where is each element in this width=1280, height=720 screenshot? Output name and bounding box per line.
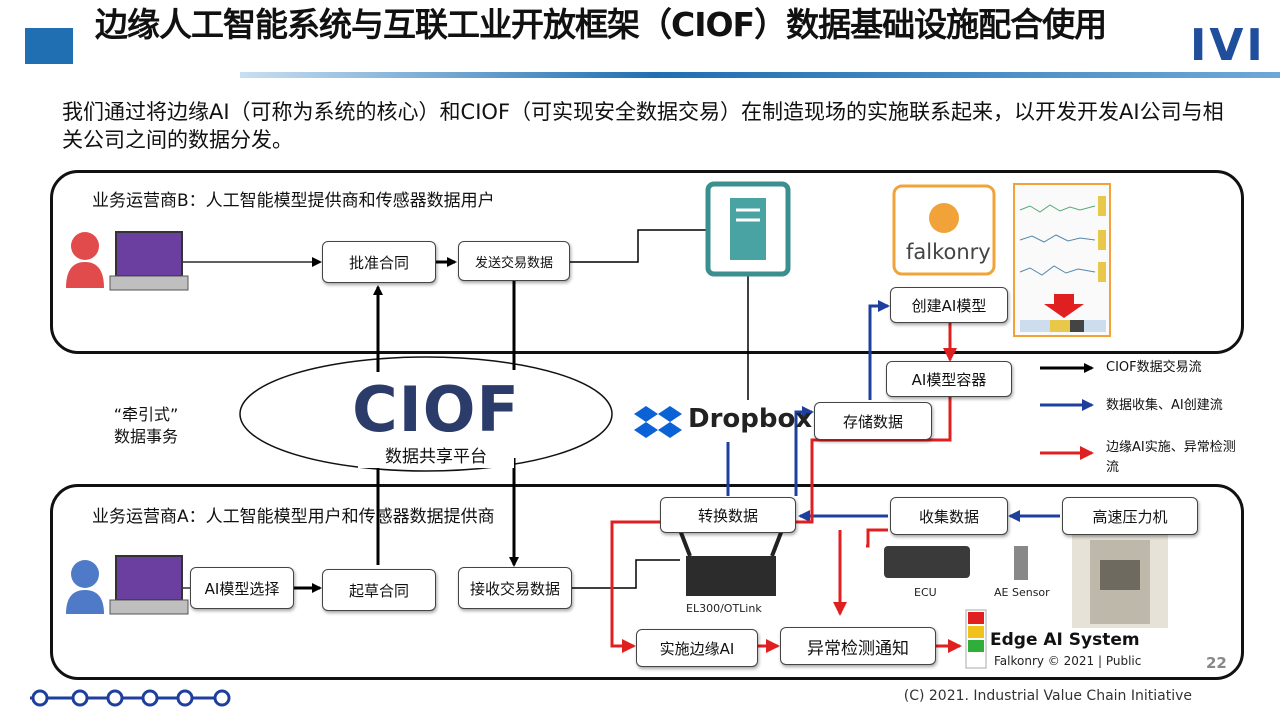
draft-contract-box: 起草合同 (322, 569, 436, 611)
press-machine-image (1072, 534, 1168, 628)
approve-contract-box: 批准合同 (322, 241, 436, 283)
ae-sensor-icon (1014, 546, 1028, 580)
ciof-platform-label: 数据共享平台 (358, 440, 514, 468)
signal-chart-thumbnail (1013, 183, 1111, 337)
ae-sensor-label: AE Sensor (994, 586, 1050, 599)
ecu-label: ECU (914, 586, 937, 599)
ciof-flow-lines (183, 229, 749, 593)
ivi-logo: IVI (1190, 20, 1266, 71)
footer-decoration (30, 689, 231, 707)
convert-data-box: 转换数据 (660, 497, 796, 533)
edge-ai-flow-lines (610, 322, 962, 653)
falkonry-icon (929, 203, 959, 233)
laptop-icon-a (109, 555, 189, 615)
falkonry-credit: Falkonry © 2021 | Public (994, 654, 1142, 668)
ecu-icon (884, 546, 970, 578)
legend-arrows (1040, 363, 1094, 460)
traffic-light-icon (965, 609, 987, 669)
panel-operator-b-label: 业务运营商B：人工智能模型提供商和传感器数据用户 (92, 191, 495, 211)
legend-collection-flow: 数据收集、AI创建流 (1106, 398, 1223, 413)
dropbox-icon (634, 406, 682, 438)
laptop-icon-b (109, 231, 189, 291)
person-icon-b (66, 232, 104, 288)
create-ai-model-box: 创建AI模型 (890, 287, 1008, 323)
person-icon-a (66, 560, 104, 614)
legend-edge-ai-flow: 边缘AI实施、异常检测流 (1106, 440, 1236, 475)
press-machine-box: 高速压力机 (1062, 497, 1198, 535)
title-divider (240, 72, 1280, 78)
ai-model-select-box: AI模型选择 (190, 567, 294, 609)
implement-edge-ai-box: 实施边缘AI (636, 629, 758, 667)
copyright-footer: (C) 2021. Industrial Value Chain Initiat… (903, 688, 1192, 704)
collection-flow-lines (726, 300, 1060, 522)
send-transaction-box: 发送交易数据 (458, 241, 570, 281)
intro-paragraph: 我们通过将边缘AI（可称为系统的核心）和CIOF（可实现安全数据交易）在制造现场… (62, 100, 1224, 152)
receive-transaction-box: 接收交易数据 (458, 567, 572, 609)
el300-label: EL300/OTLink (686, 602, 762, 615)
page-number: 22 (1206, 654, 1227, 672)
edge-ai-brand: Edge AI System (990, 630, 1140, 650)
server-icon (705, 181, 791, 277)
legend-ciof-flow: CIOF数据交易流 (1106, 360, 1202, 375)
collect-data-box: 收集数据 (890, 497, 1008, 535)
falkonry-brand: falkonry (906, 240, 991, 264)
store-data-box: 存储数据 (814, 402, 932, 440)
pull-transaction-label: “牵引式” 数据事务 (113, 405, 179, 446)
page-title: 边缘人工智能系统与互联工业开放框架（CIOF）数据基础设施配合使用 (95, 5, 1107, 44)
ciof-logo: CIOF (348, 372, 524, 446)
title-accent-square (25, 28, 73, 64)
anomaly-notify-box: 异常检测通知 (780, 627, 936, 665)
ai-model-container-box: AI模型容器 (886, 361, 1012, 397)
router-icon (678, 529, 784, 596)
panel-operator-a-label: 业务运营商A：人工智能模型用户和传感器数据提供商 (92, 507, 495, 527)
dropbox-brand: Dropbox (688, 404, 813, 434)
